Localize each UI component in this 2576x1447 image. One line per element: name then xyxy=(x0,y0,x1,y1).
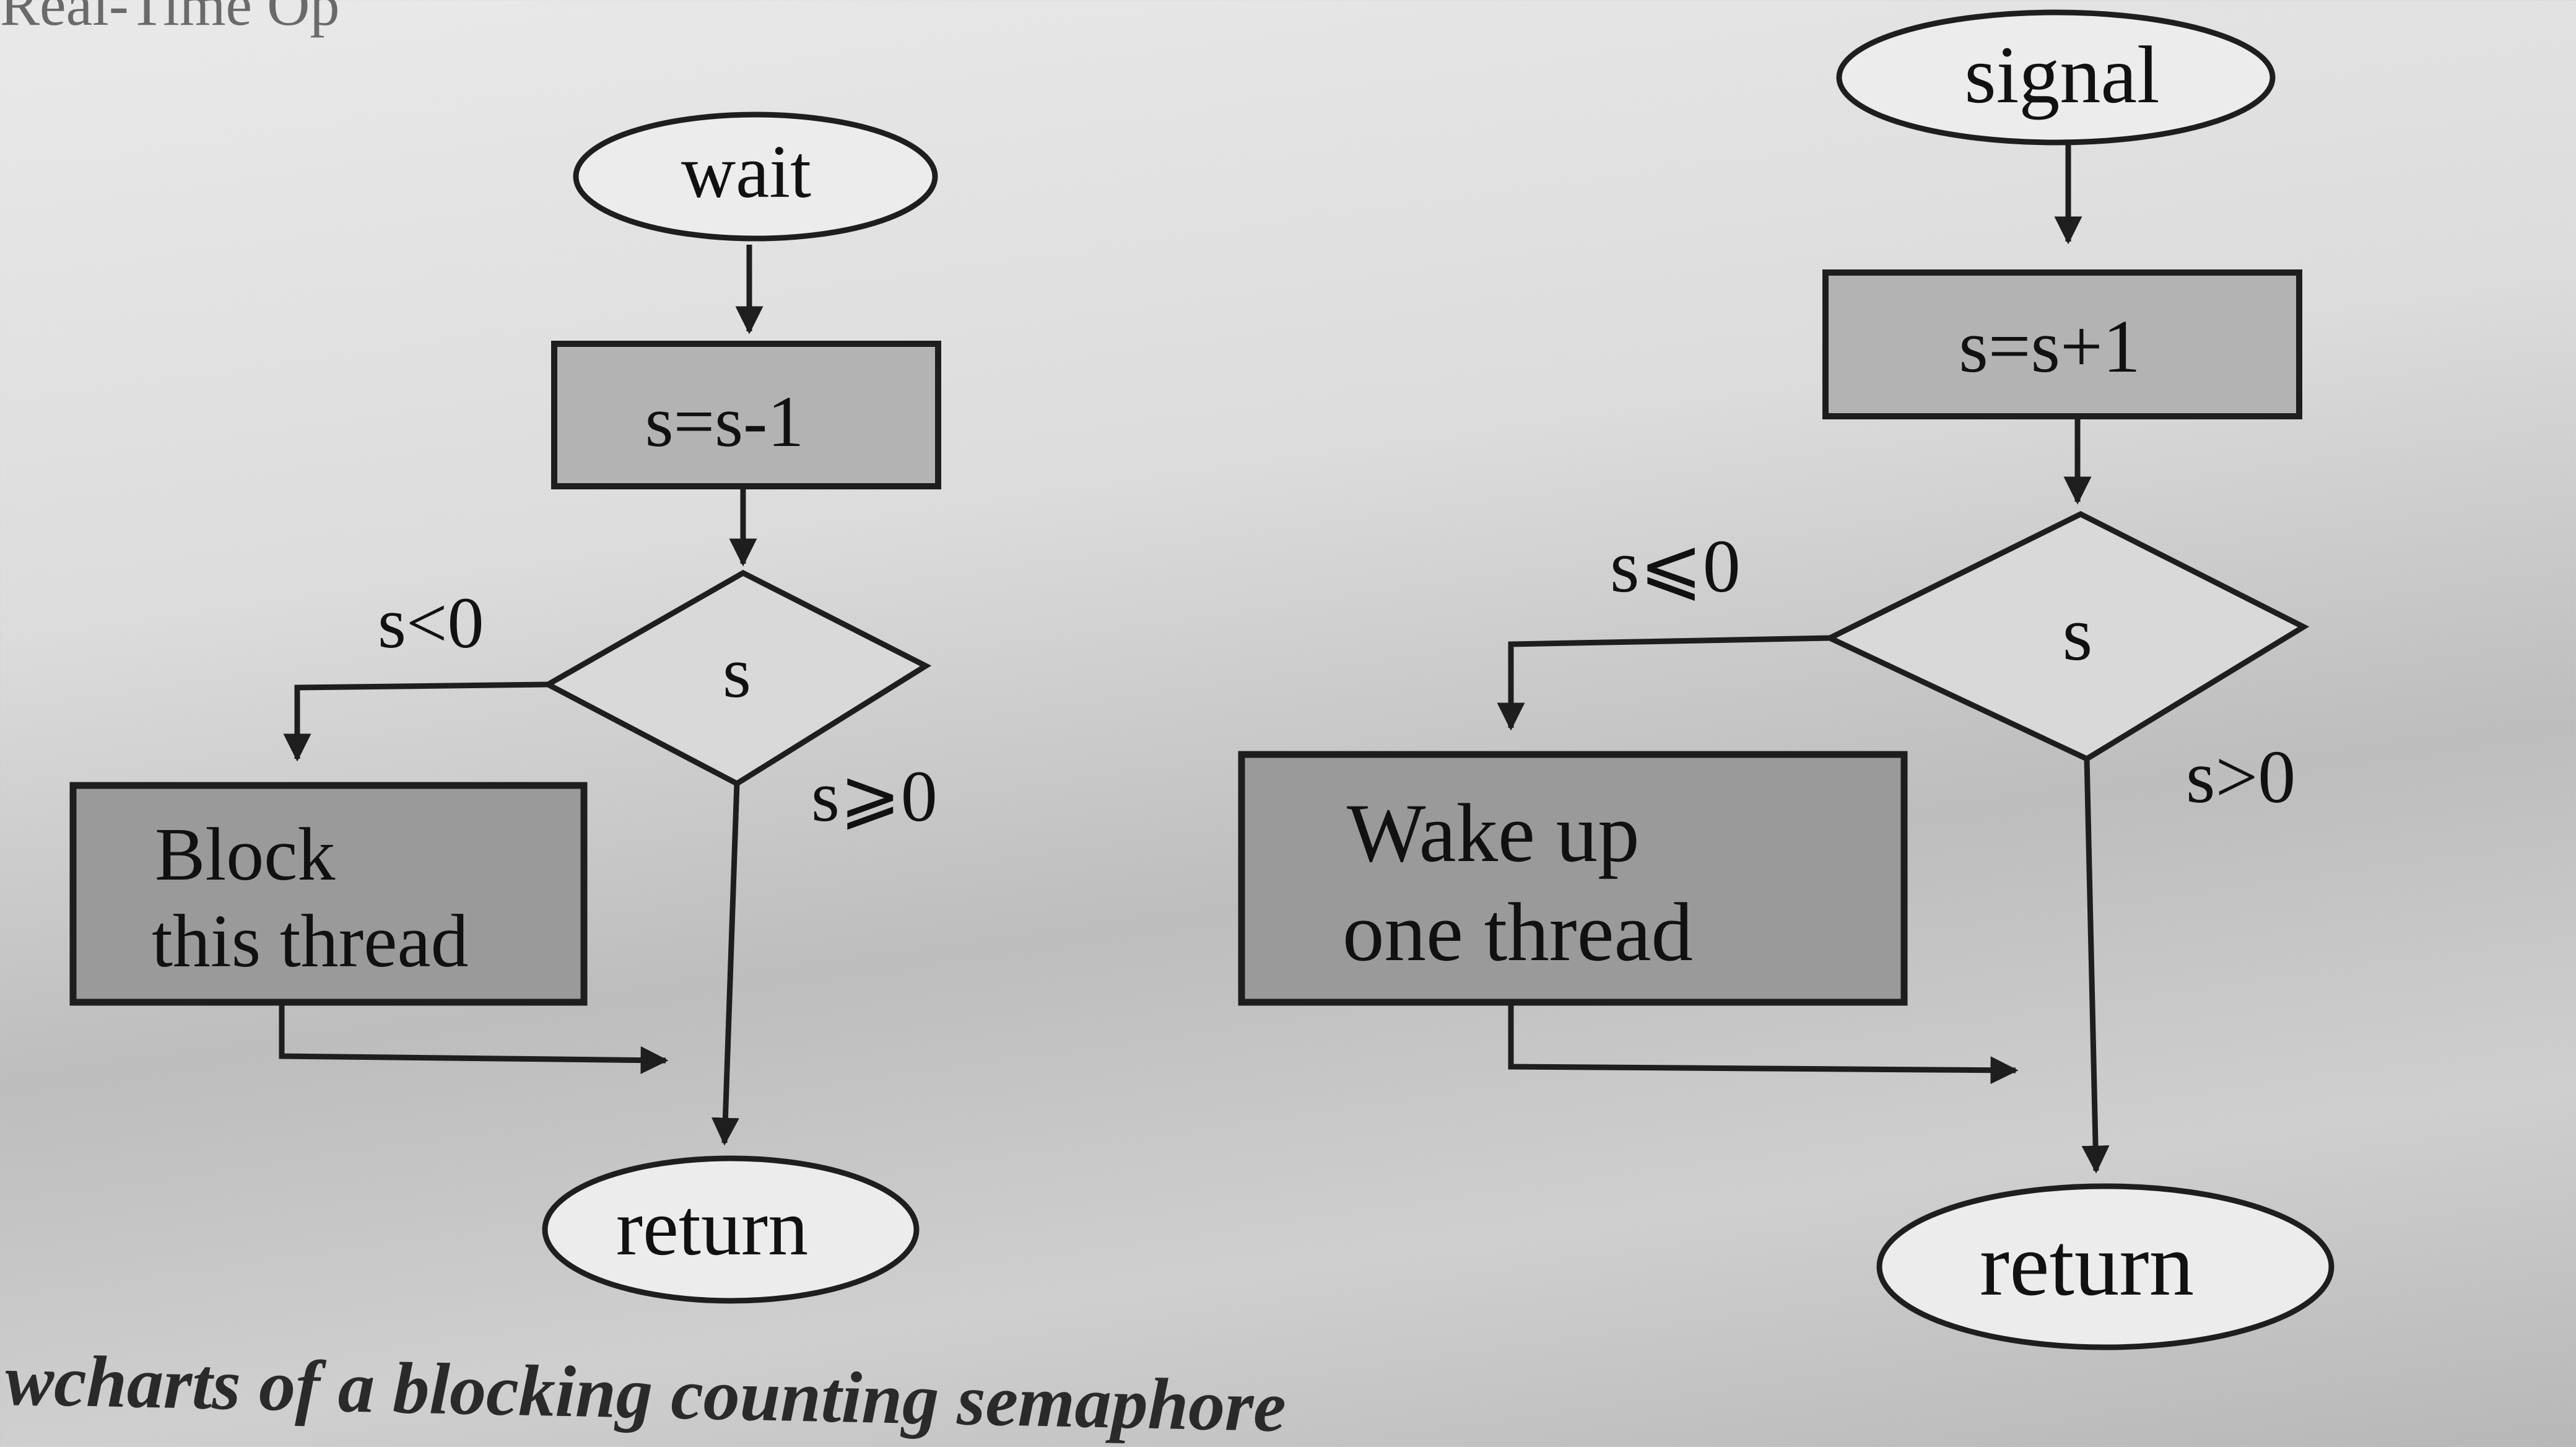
wait-branch-negative-label: s<0 xyxy=(378,582,484,663)
signal-branch-nonpositive-label: s⩽0 xyxy=(1610,525,1741,608)
wait-return-label: return xyxy=(616,1183,808,1272)
signal-return-label: return xyxy=(1980,1215,2194,1314)
wake-thread-box xyxy=(1238,751,1908,1006)
signal-flowchart: signal s=s+1 s s⩽0 Wake up one thread s>… xyxy=(1238,9,2334,1350)
signal-start-terminal xyxy=(1836,9,2276,146)
signal-decision-label: s xyxy=(2063,592,2093,677)
signal-start-label: signal xyxy=(1964,29,2159,120)
wait-negative-arrow xyxy=(283,681,549,762)
wait-decision-label: s xyxy=(723,632,751,713)
block-thread-box xyxy=(69,782,588,1006)
wait-decrement-label: s=s-1 xyxy=(645,381,804,462)
wait-start-terminal xyxy=(573,111,938,242)
block-thread-line1: Block xyxy=(155,813,335,896)
signal-increment-label: s=s+1 xyxy=(1959,305,2141,388)
wait-start-label: wait xyxy=(681,130,811,214)
signal-branch-positive-label: s>0 xyxy=(2186,735,2295,819)
page-header-fragment: Real-Time Op xyxy=(0,0,340,38)
signal-increment-box xyxy=(1822,269,2302,419)
wake-merge-arrow xyxy=(1508,1002,2019,1085)
block-merge-arrow xyxy=(279,1002,669,1075)
signal-return-terminal xyxy=(1876,1183,2334,1350)
wake-thread-line1: Wake up xyxy=(1347,787,1640,880)
wait-decrement-box xyxy=(551,341,941,489)
signal-nonpositive-arrow xyxy=(1497,635,1830,731)
wait-flowchart: wait s=s-1 s s<0 Block this thread s⩾0 r… xyxy=(69,111,941,1304)
wake-thread-line2: one thread xyxy=(1342,886,1693,979)
wait-return-arrow xyxy=(711,783,740,1146)
block-thread-line2: this thread xyxy=(152,899,469,983)
wait-branch-nonnegative-label: s⩾0 xyxy=(811,756,938,837)
signal-return-arrow xyxy=(2081,758,2110,1174)
wait-return-terminal xyxy=(542,1155,920,1304)
